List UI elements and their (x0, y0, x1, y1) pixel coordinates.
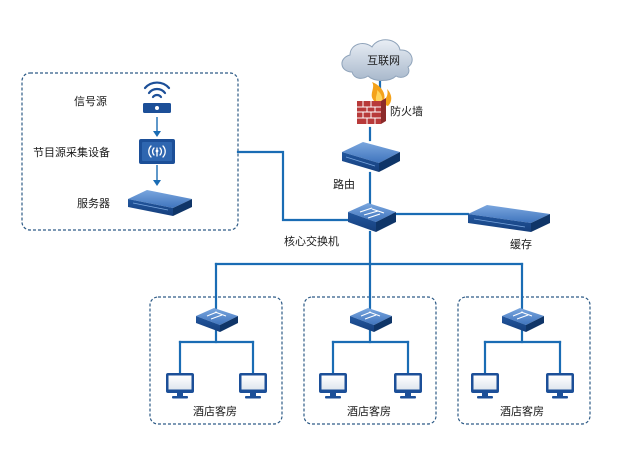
signal-source-icon (143, 81, 171, 113)
room-box-3 (457, 296, 591, 425)
program-source-label: 节目源采集设备 (33, 145, 110, 159)
room-switch-icon-2 (350, 308, 392, 332)
room-label-3: 酒店客房 (500, 404, 544, 418)
monitor-icon (546, 373, 574, 399)
room-switch-icon-3 (502, 308, 544, 332)
router-label: 路由 (333, 177, 355, 191)
room-switch-icon-1 (196, 308, 238, 332)
signal-source-label: 信号源 (74, 94, 107, 108)
monitor-icon (239, 373, 267, 399)
monitor-icon (471, 373, 499, 399)
server-icon (128, 190, 192, 216)
firewall-label: 防火墙 (390, 104, 423, 118)
internet-label: 互联网 (367, 54, 400, 67)
internet-cloud-icon (341, 39, 413, 81)
router-icon (342, 142, 400, 172)
monitor-icon (319, 373, 347, 399)
monitor-icon (394, 373, 422, 399)
cache-label: 缓存 (510, 237, 532, 251)
room-label-2: 酒店客房 (347, 404, 391, 418)
core-switch-label: 核心交换机 (284, 234, 339, 248)
monitor-icon (166, 373, 194, 399)
firewall-icon (357, 82, 392, 124)
room-label-1: 酒店客房 (193, 404, 237, 418)
capture-device-icon (139, 139, 175, 164)
core-switch-icon (348, 203, 396, 232)
connection-lines (178, 80, 562, 377)
server-label: 服务器 (77, 197, 110, 210)
source-arrows (153, 117, 161, 186)
cache-server-icon (468, 205, 550, 232)
